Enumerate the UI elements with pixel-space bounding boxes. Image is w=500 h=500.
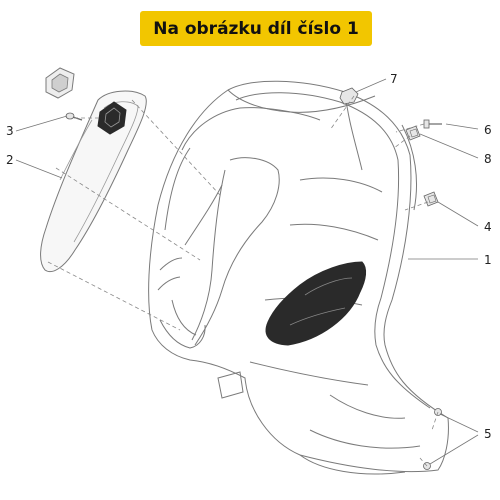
logo-badge-piece — [45, 67, 75, 99]
clip-part-4 — [423, 191, 439, 207]
clip-part-7 — [339, 87, 359, 105]
front-shield-part — [148, 80, 449, 475]
side-reflector-insert — [265, 261, 367, 346]
center-cover-part — [40, 90, 147, 273]
emblem-icon — [97, 101, 127, 135]
callout-8: 8 — [484, 152, 492, 166]
callout-3: 3 — [6, 124, 14, 138]
assembly-lines — [47, 95, 439, 467]
callout-7: 7 — [390, 72, 398, 86]
screw-part-3 — [65, 112, 83, 121]
part-number-banner: Na obrázku díl číslo 1 — [140, 11, 372, 46]
callout-5: 5 — [484, 427, 492, 441]
banner-text: Na obrázku díl číslo 1 — [153, 18, 359, 39]
callout-6: 6 — [484, 123, 492, 137]
leader-lines — [15, 78, 479, 465]
screw-part-6 — [423, 119, 442, 129]
callout-1: 1 — [484, 253, 492, 267]
screws-part-5 — [423, 408, 442, 470]
callout-4: 4 — [484, 220, 492, 234]
callout-2: 2 — [6, 153, 14, 167]
